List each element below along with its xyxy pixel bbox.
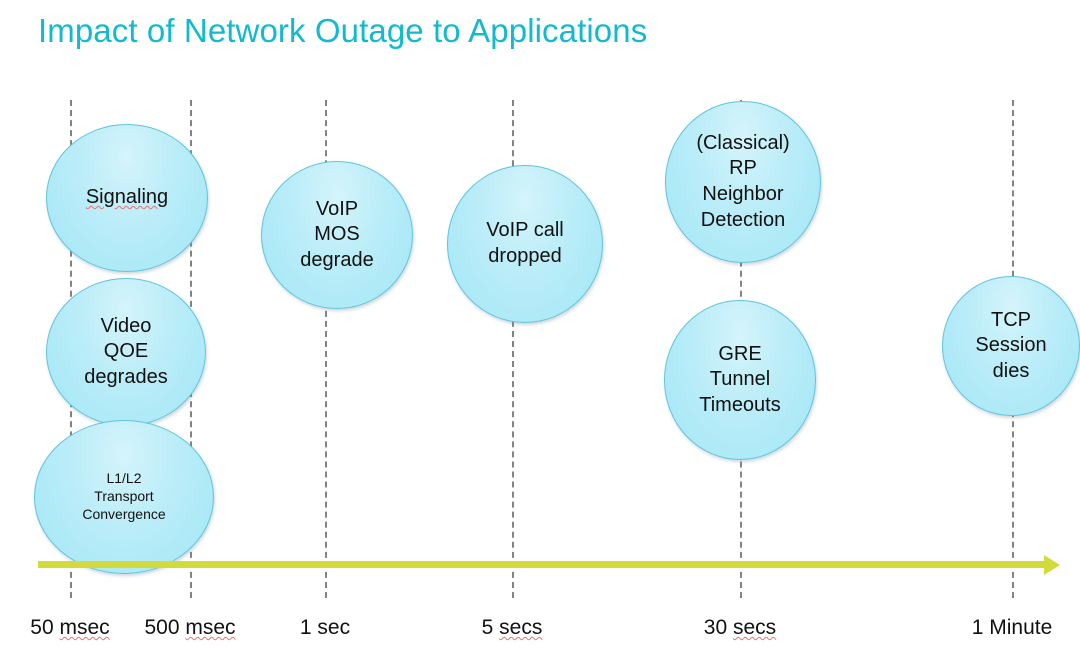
bubble-l1-l2-transport-convergence: L1/L2 Transport Convergence [34, 420, 214, 574]
bubble-label: L1/L2 Transport Convergence [82, 470, 166, 522]
spellcheck-underlined-word: secs [499, 616, 543, 639]
spellcheck-underlined-word: msec [185, 616, 236, 639]
page-title: Impact of Network Outage to Applications [38, 12, 648, 49]
bubble-video-qoe-degrades: Video QOE degrades [46, 278, 206, 426]
tick-label-500-msec: 500 msec [144, 616, 236, 639]
tick-label-1-sec: 1 sec [299, 616, 351, 639]
bubble-signaling: Signaling [46, 124, 208, 272]
tick-label-1-minute: 1 Minute [971, 616, 1053, 639]
timeline-axis-arrow-head [1044, 555, 1060, 575]
gridline-1-sec [325, 100, 327, 598]
bubble-tcp-session-dies: TCP Session dies [942, 276, 1080, 416]
bubble-gre-tunnel-timeouts: GRE Tunnel Timeouts [664, 300, 816, 460]
bubble-label: VoIP MOS degrade [300, 197, 374, 271]
bubble-label: (Classical) RP Neighbor Detection [696, 131, 790, 231]
tick-label-5-secs: 5 secs [481, 616, 543, 639]
bubble-voip-mos-degrade: VoIP MOS degrade [261, 161, 413, 309]
spellcheck-underlined-word: secs [733, 616, 777, 639]
bubble-label: GRE Tunnel Timeouts [699, 342, 781, 416]
bubble-label: Video QOE degrades [84, 314, 168, 388]
timeline-axis-arrow-line [38, 561, 1046, 568]
spellcheck-underlined-word: Signaling [85, 186, 169, 209]
bubble-label: VoIP call dropped [486, 219, 564, 267]
gridline-5-secs [512, 100, 514, 598]
bubble-classical-rp-neighbor-detection: (Classical) RP Neighbor Detection [665, 101, 821, 263]
spellcheck-underlined-word: msec [59, 616, 110, 639]
bubble-voip-call-dropped: VoIP call dropped [447, 165, 603, 323]
bubble-label: Signaling [47, 185, 207, 211]
tick-label-50-msec: 50 msec [30, 616, 110, 639]
tick-label-30-secs: 30 secs [703, 616, 777, 639]
bubble-label: TCP Session dies [975, 308, 1047, 382]
